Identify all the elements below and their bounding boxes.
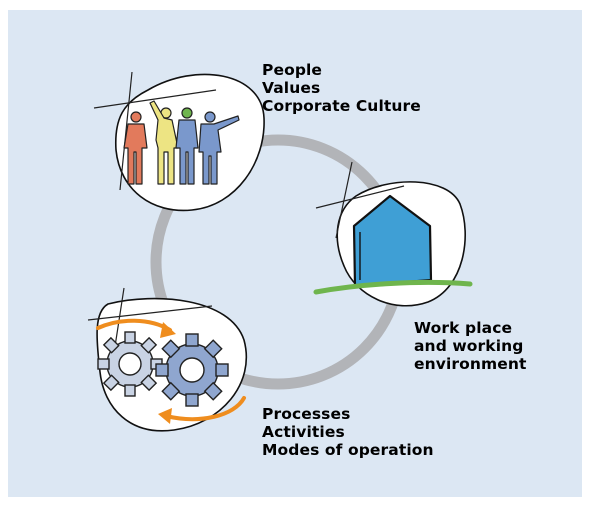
people-label-line-3: Corporate Culture <box>262 97 421 115</box>
gear-right-icon <box>155 333 229 407</box>
workplace-label-line-3: environment <box>414 355 527 373</box>
people-label: People Values Corporate Culture <box>262 61 421 115</box>
sketch-line <box>119 71 133 191</box>
processes-label-line-3: Modes of operation <box>262 441 434 459</box>
rotation-arrow-bottom-icon <box>158 396 246 424</box>
house-icon <box>313 194 473 295</box>
workplace-label: Work place and working environment <box>414 319 527 373</box>
sketch-line <box>315 185 405 209</box>
sketch-line <box>335 161 353 239</box>
diagram-background <box>8 10 582 497</box>
rotation-arrow-top-icon <box>96 318 176 338</box>
sketch-line <box>87 305 213 321</box>
workplace-label-line-1: Work place <box>414 319 513 337</box>
people-label-line-1: People <box>262 61 323 79</box>
workplace-label-line-2: and working <box>414 337 524 355</box>
grass-line <box>313 279 473 295</box>
processes-label-line-1: Processes <box>262 405 351 423</box>
processes-label: Processes Activities Modes of operation <box>262 405 434 459</box>
gears-icon <box>96 318 246 424</box>
people-group-icon <box>123 100 240 185</box>
people-label-line-2: Values <box>262 79 321 97</box>
processes-label-line-2: Activities <box>262 423 345 441</box>
sketch-line <box>93 89 217 109</box>
gear-left-icon <box>97 331 163 397</box>
